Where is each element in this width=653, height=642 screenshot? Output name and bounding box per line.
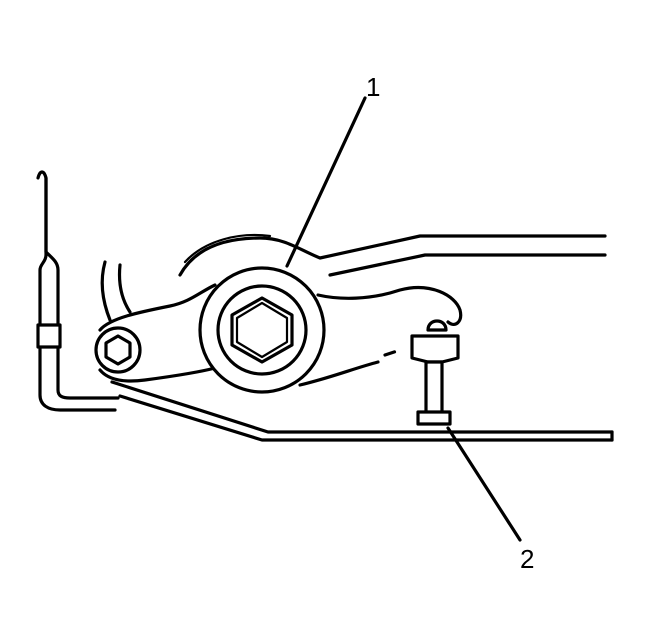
callout-1: 1 bbox=[366, 72, 380, 102]
wire-clip bbox=[36, 323, 62, 349]
leader-line-2 bbox=[446, 426, 522, 542]
stop-bumper bbox=[410, 319, 460, 426]
pivot-bolt bbox=[94, 326, 142, 374]
lower-rail bbox=[110, 380, 614, 442]
leader-line-1 bbox=[285, 96, 367, 268]
upper-rail bbox=[178, 233, 607, 277]
adjuster-arm bbox=[98, 260, 463, 387]
callout-2: 2 bbox=[520, 544, 534, 574]
left-bracket bbox=[36, 170, 120, 412]
adjuster-hub bbox=[198, 266, 326, 394]
